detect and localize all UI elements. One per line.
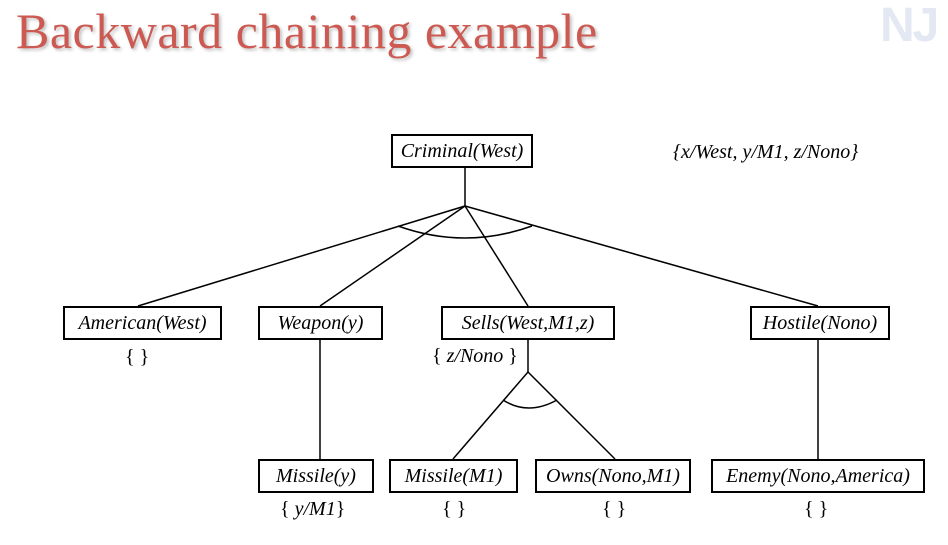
subst-missile-y-open: { (280, 498, 295, 520)
subst-missile-y-body: y/M1 (294, 498, 336, 520)
subst-owns: { } (602, 498, 627, 520)
node-enemy: Enemy(Nono,America) (711, 459, 925, 493)
and-arc-criminal (397, 225, 533, 239)
subst-american: { } (125, 346, 150, 368)
edge-to-sells (464, 205, 529, 307)
and-arc-sells (502, 399, 558, 409)
subst-sells-body: z/Nono (446, 345, 504, 367)
node-criminal-west: Criminal(West) (391, 134, 533, 168)
edge-to-american (137, 205, 466, 307)
node-missile-m1: Missile(M1) (389, 459, 518, 493)
subst-enemy: { } (804, 498, 829, 520)
subst-sells-close: } (503, 345, 518, 367)
edge-to-missile-m1 (452, 371, 529, 460)
subst-missile-m1: { } (442, 498, 467, 520)
root-substitution: {x/West, y/M1, z/Nono} (673, 141, 859, 163)
edge-to-owns (527, 371, 616, 460)
edge-to-weapon (319, 205, 466, 307)
slide-title: Backward chaining example (16, 3, 598, 59)
node-weapon-y: Weapon(y) (258, 306, 383, 340)
node-hostile-nono: Hostile(Nono) (750, 306, 890, 340)
node-american-west: American(West) (63, 306, 222, 340)
logo-watermark: NJ (880, 0, 939, 52)
subst-sells-open: { (432, 345, 447, 367)
node-missile-y: Missile(y) (258, 459, 374, 493)
subst-sells: { z/Nono } (432, 344, 518, 368)
edge-to-hostile (464, 205, 819, 307)
node-sells: Sells(West,M1,z) (441, 306, 615, 340)
node-owns: Owns(Nono,M1) (535, 459, 691, 493)
subst-missile-y: { y/M1} (280, 497, 345, 521)
subst-missile-y-close: } (335, 498, 346, 520)
